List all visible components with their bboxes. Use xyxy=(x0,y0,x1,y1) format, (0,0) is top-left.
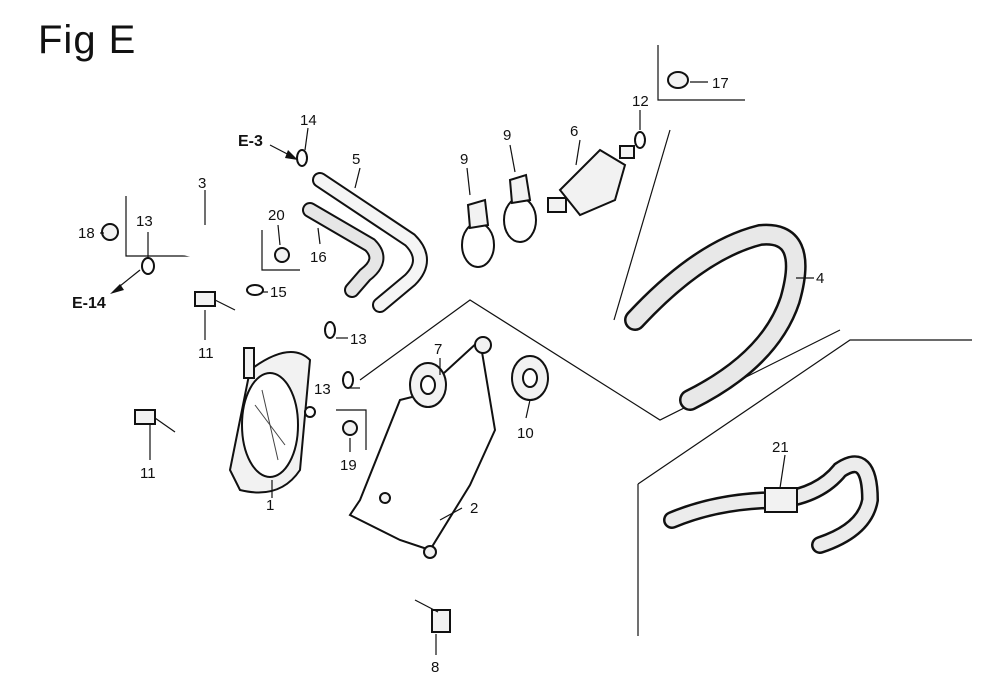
clamp-9a xyxy=(461,222,495,268)
bracket-20 xyxy=(261,230,300,271)
bolt-11b xyxy=(134,409,156,425)
clip-20 xyxy=(274,247,290,263)
ref-e14: E-14 xyxy=(72,295,106,312)
callout-6: 6 xyxy=(570,123,578,140)
callout-16: 16 xyxy=(310,249,327,266)
clip-14 xyxy=(296,149,308,167)
sleeve-21 xyxy=(764,487,798,513)
callout-21: 21 xyxy=(772,439,789,456)
callout-13a: 13 xyxy=(136,213,153,230)
frame-line-right xyxy=(637,339,972,485)
figure-title: Fig E xyxy=(38,18,137,62)
callout-19: 19 xyxy=(340,457,357,474)
callout-1: 1 xyxy=(266,497,274,514)
clamp-9b xyxy=(503,197,537,243)
clip-18 xyxy=(101,223,119,241)
callout-2: 2 xyxy=(470,500,478,517)
callout-13b: 13 xyxy=(350,331,367,348)
callout-9b: 9 xyxy=(503,127,511,144)
bolt-8 xyxy=(431,609,451,633)
callout-5: 5 xyxy=(352,151,360,168)
leader-12-to-4 xyxy=(613,129,671,321)
ref-e3: E-3 xyxy=(238,133,263,150)
bolt-11a xyxy=(194,291,216,307)
clip-13b xyxy=(324,321,336,339)
clip-19 xyxy=(342,420,358,436)
callout-13c: 13 xyxy=(314,381,331,398)
callout-7: 7 xyxy=(434,341,442,358)
bracket-19 xyxy=(336,409,367,450)
callout-8: 8 xyxy=(431,659,439,676)
callout-20: 20 xyxy=(268,207,285,224)
clip-15 xyxy=(246,284,264,296)
fuel-pump-nipple xyxy=(243,347,255,379)
connector-zigzag xyxy=(359,299,841,421)
callout-4: 4 xyxy=(816,270,824,287)
callout-15: 15 xyxy=(270,284,287,301)
callout-9a: 9 xyxy=(460,151,468,168)
callout-18: 18 xyxy=(78,225,95,242)
clip-12 xyxy=(634,131,646,149)
callout-3: 3 xyxy=(198,175,206,192)
clip-13a xyxy=(141,257,155,275)
valve-6 xyxy=(558,148,627,217)
callout-11a: 11 xyxy=(198,345,214,362)
callout-17: 17 xyxy=(712,75,729,92)
callout-10: 10 xyxy=(517,425,534,442)
bracket-17 xyxy=(657,45,745,101)
callout-12: 12 xyxy=(632,93,649,110)
clip-17 xyxy=(667,71,689,89)
bracket-18 xyxy=(125,196,190,257)
clip-13c xyxy=(342,371,354,389)
callout-11b: 11 xyxy=(140,465,156,482)
callout-14: 14 xyxy=(300,112,317,129)
